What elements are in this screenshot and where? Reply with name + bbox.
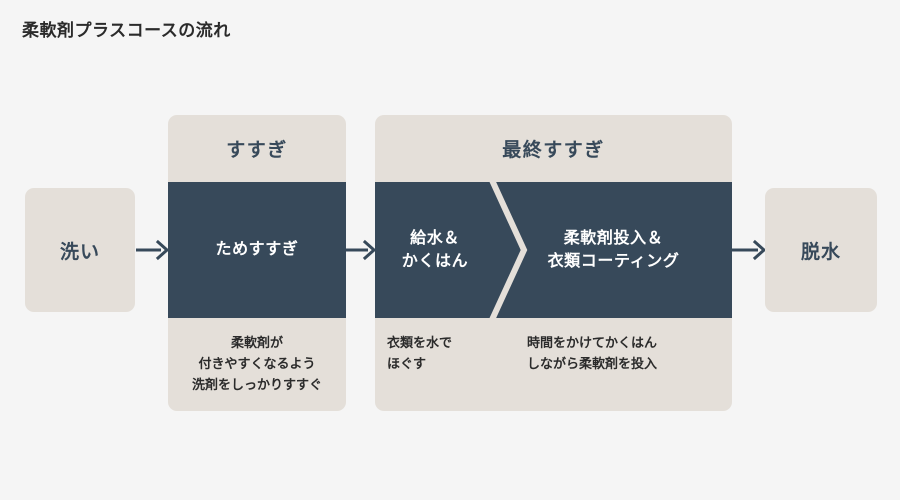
process-box-spin: 脱水 <box>765 188 877 312</box>
stage-band-rinse: ためすすぎ <box>168 182 346 318</box>
step-cell-water-supply-label: 給水＆ かくはん <box>401 229 469 270</box>
step-cell-softener-coating: 柔軟剤投入＆ 衣類コーティング <box>495 182 732 318</box>
page-title: 柔軟剤プラスコースの流れ <box>22 21 231 40</box>
step-cell-softener-coating-label: 柔軟剤投入＆ 衣類コーティング <box>547 229 680 270</box>
stage-card-rinse: すすぎ ためすすぎ 柔軟剤が 付きやすくなるよう 洗剤をしっかりすすぐ <box>168 115 346 411</box>
step-cell-tamesusugi-label: ためすすぎ <box>215 241 299 259</box>
process-box-wash-label: 洗い <box>59 241 100 263</box>
stage-header-rinse: すすぎ <box>168 115 346 182</box>
arrow-rinse-to-final-icon <box>345 238 377 262</box>
step-cell-tamesusugi: ためすすぎ <box>168 182 346 318</box>
stage-header-rinse-label: すすぎ <box>226 140 288 161</box>
caption-area-final-rinse: 衣類を水で ほぐす 時間をかけてかくはん しながら柔軟剤を投入 <box>375 318 732 411</box>
process-box-spin-label: 脱水 <box>800 241 841 263</box>
step-caption-tamesusugi: 柔軟剤が 付きやすくなるよう 洗剤をしっかりすすぐ <box>191 335 322 393</box>
step-caption-softener-coating: 時間をかけてかくはん しながら柔軟剤を投入 <box>527 335 658 372</box>
arrow-final-to-spin-icon <box>731 238 767 262</box>
step-cell-water-supply: 給水＆ かくはん <box>375 182 495 318</box>
step-caption-water-supply: 衣類を水で ほぐす <box>387 335 453 372</box>
stage-band-final-rinse: 給水＆ かくはん 柔軟剤投入＆ 衣類コーティング <box>375 182 732 318</box>
stage-card-final-rinse: 最終すすぎ 給水＆ かくはん 柔軟剤投入＆ 衣類コーティング 衣類を水で ほぐす… <box>375 115 732 411</box>
stage-header-final-rinse-label: 最終すすぎ <box>502 140 605 161</box>
arrow-wash-to-rinse-icon <box>136 238 170 262</box>
process-box-wash: 洗い <box>25 188 135 312</box>
caption-area-rinse: 柔軟剤が 付きやすくなるよう 洗剤をしっかりすすぐ <box>168 318 346 411</box>
stage-header-final-rinse: 最終すすぎ <box>375 115 732 182</box>
